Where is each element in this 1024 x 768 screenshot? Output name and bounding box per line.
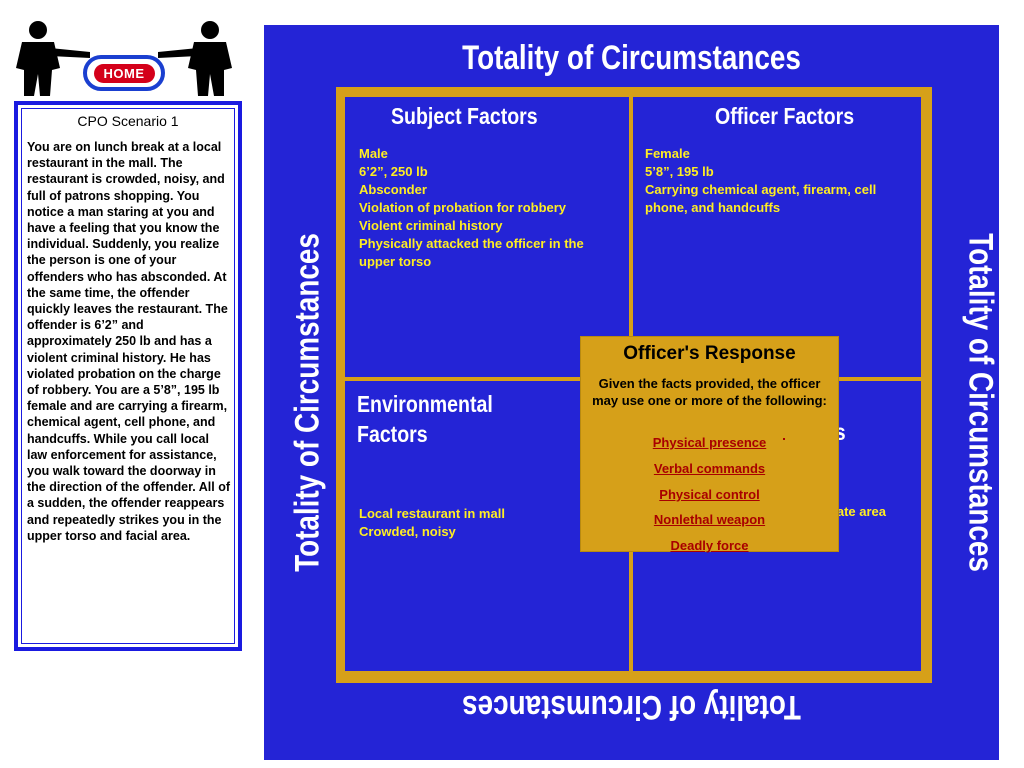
- subject-fact: Violation of probation for robbery: [359, 200, 567, 215]
- response-description: Given the facts provided, the officer ma…: [592, 376, 827, 408]
- officer-fact: 5’8”, 195 lb: [645, 164, 714, 179]
- factors-frame: Subject Factors Male 6’2”, 250 lb Abscon…: [336, 87, 932, 683]
- response-option-physical-presence[interactable]: Physical presence: [652, 435, 767, 450]
- officer-factors-heading: Officer Factors: [715, 103, 855, 129]
- marker-dot: [783, 438, 785, 440]
- subject-fact: Absconder: [359, 182, 427, 197]
- environmental-heading-line: Factors: [357, 421, 428, 447]
- officer-response-box: Officer's Response Given the facts provi…: [580, 336, 839, 553]
- subject-fact: Physically attacked the officer in the u…: [359, 236, 584, 269]
- home-button[interactable]: HOME: [83, 55, 165, 91]
- subject-fact: Male: [359, 146, 388, 161]
- response-option-verbal-commands[interactable]: Verbal commands: [653, 461, 766, 476]
- response-option-deadly-force[interactable]: Deadly force: [670, 538, 749, 553]
- environmental-heading-line: Environmental: [357, 391, 493, 417]
- header-logo: [4, 18, 244, 98]
- environmental-factors-list: Local restaurant in mall Crowded, noisy: [359, 505, 559, 541]
- environmental-fact: Crowded, noisy: [359, 524, 456, 539]
- officers-silhouette-icon: [16, 21, 232, 96]
- scenario-panel: CPO Scenario 1 You are on lunch break at…: [14, 101, 242, 651]
- officer-factors-quadrant: Officer Factors Female 5’8”, 195 lb Carr…: [633, 97, 921, 377]
- response-option-nonlethal-weapon[interactable]: Nonlethal weapon: [653, 512, 766, 527]
- subject-factors-quadrant: Subject Factors Male 6’2”, 250 lb Abscon…: [345, 97, 629, 377]
- response-title: Officer's Response: [623, 343, 796, 364]
- home-button-label: HOME: [93, 63, 155, 83]
- subject-fact: Violent criminal history: [359, 218, 503, 233]
- scenario-title: CPO Scenario 1: [77, 113, 179, 129]
- totality-diagram: Totality of Circumstances Totality of Ci…: [264, 25, 1000, 760]
- officer-factors-list: Female 5’8”, 195 lb Carrying chemical ag…: [645, 145, 913, 217]
- diagram-title-top: Totality of Circumstances: [462, 39, 801, 77]
- diagram-title-left: Totality of Circumstances: [288, 233, 327, 572]
- subject-factors-heading: Subject Factors: [391, 103, 538, 129]
- officer-fact: Female: [645, 146, 690, 161]
- subject-factors-list: Male 6’2”, 250 lb Absconder Violation of…: [359, 145, 621, 271]
- diagram-title-right: Totality of Circumstances: [961, 233, 1000, 572]
- diagram-title-bottom: Totality of Circumstances: [462, 688, 801, 726]
- response-option-physical-control[interactable]: Physical control: [659, 487, 760, 502]
- scenario-inner-border: [21, 108, 235, 644]
- subject-fact: 6’2”, 250 lb: [359, 164, 428, 179]
- officer-fact: Carrying chemical agent, firearm, cell p…: [645, 182, 877, 215]
- environmental-fact: Local restaurant in mall: [359, 506, 505, 521]
- scenario-body: You are on lunch break at a local restau…: [27, 140, 231, 543]
- environmental-factors-heading: Environmental Factors: [357, 389, 493, 449]
